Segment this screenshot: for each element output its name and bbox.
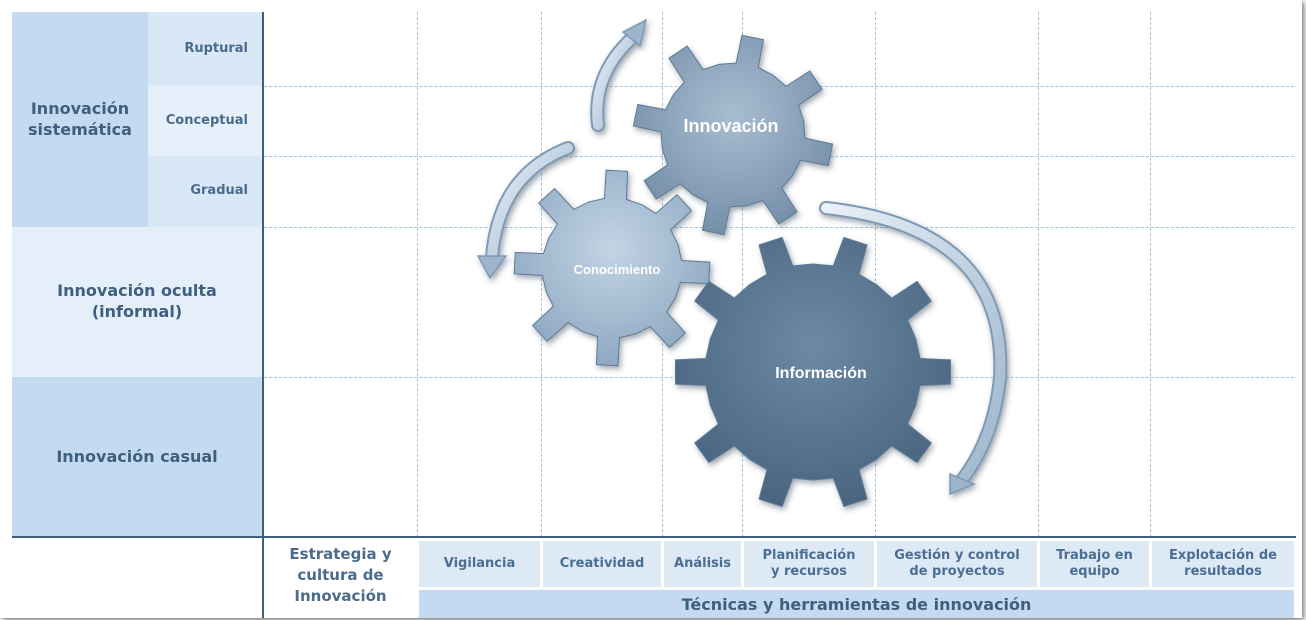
grid-vline [1150,12,1151,537]
row-ruptural: Ruptural [148,12,262,86]
vertical-axis [262,12,264,618]
gear-informacion [675,236,951,508]
col-vigilancia-label: Vigilancia [443,555,516,571]
col-creatividad-label: Creatividad [559,555,645,571]
col-trabajo-line-2: equipo [1069,564,1120,579]
gear-label-innovacion: Innovación [683,116,778,136]
arrow-left [476,141,575,280]
arrow-right [819,201,1008,496]
horizontal-axis [12,536,1296,538]
row-gradual: Gradual [148,156,262,227]
col-planificacion-line-1: Planificación [762,547,856,563]
col-estrategia: Estrategia y cultura de Innovación [264,538,417,618]
col-analisis: Análisis [664,541,741,587]
col-trabajo-line-1: Trabajo en [1056,547,1133,563]
row-gradual-label: Gradual [190,183,248,199]
col-gestion-line-2: de proyectos [909,564,1005,579]
row-oculta: Innovación oculta (informal) [12,227,262,377]
row-sistematica-panel [12,12,148,227]
col-gestion: Gestión y control de proyectos [877,541,1037,587]
col-trabajo: Trabajo en equipo [1040,541,1149,587]
gear-conocimiento-body [513,169,711,367]
gear-innovacion-body [632,34,834,236]
col-explotacion: Explotación de resultados [1152,541,1294,587]
gear-conocimiento [513,169,711,367]
grid-vline [1038,12,1039,537]
gear-informacion-body [675,236,951,508]
col-estrategia-line-2: cultura de [297,566,384,584]
row-conceptual-label: Conceptual [165,112,248,128]
col-gestion-line-1: Gestión y control [894,547,1020,563]
col-planificacion: Planificación y recursos [744,541,874,587]
gear-label-conocimiento: Conocimiento [574,262,661,277]
arrow-top [590,18,648,132]
grid-hline [264,227,1294,228]
col-creatividad: Creatividad [543,541,661,587]
row-label-sistematica: Innovación sistemática [12,12,148,227]
gear-label-informacion: Información [775,365,867,382]
col-group-tecnicas: Técnicas y herramientas de innovación [419,590,1294,618]
col-analisis-label: Análisis [674,555,731,571]
row-casual-label: Innovación casual [56,446,218,466]
gear-innovacion [632,34,834,236]
grid-vline [742,12,743,537]
row-label-sistematica-text: Innovación sistemática [28,98,132,139]
col-planificacion-line-2: y recursos [770,564,847,579]
row-conceptual: Conceptual [148,86,262,156]
col-group-tecnicas-label: Técnicas y herramientas de innovación [681,595,1032,614]
col-estrategia-line-3: Innovación [294,587,387,605]
col-vigilancia: Vigilancia [419,541,540,587]
grid-vline [875,12,876,537]
row-oculta-label-1: Innovación oculta [57,281,217,301]
row-oculta-label-2: (informal) [91,302,183,321]
grid-vline [417,12,418,537]
row-casual: Innovación casual [12,377,262,537]
row-ruptural-label: Ruptural [184,40,248,56]
col-estrategia-line-1: Estrategia y [289,545,392,563]
col-explotacion-line-1: Explotación de [1169,547,1277,563]
col-explotacion-line-2: resultados [1184,564,1262,579]
